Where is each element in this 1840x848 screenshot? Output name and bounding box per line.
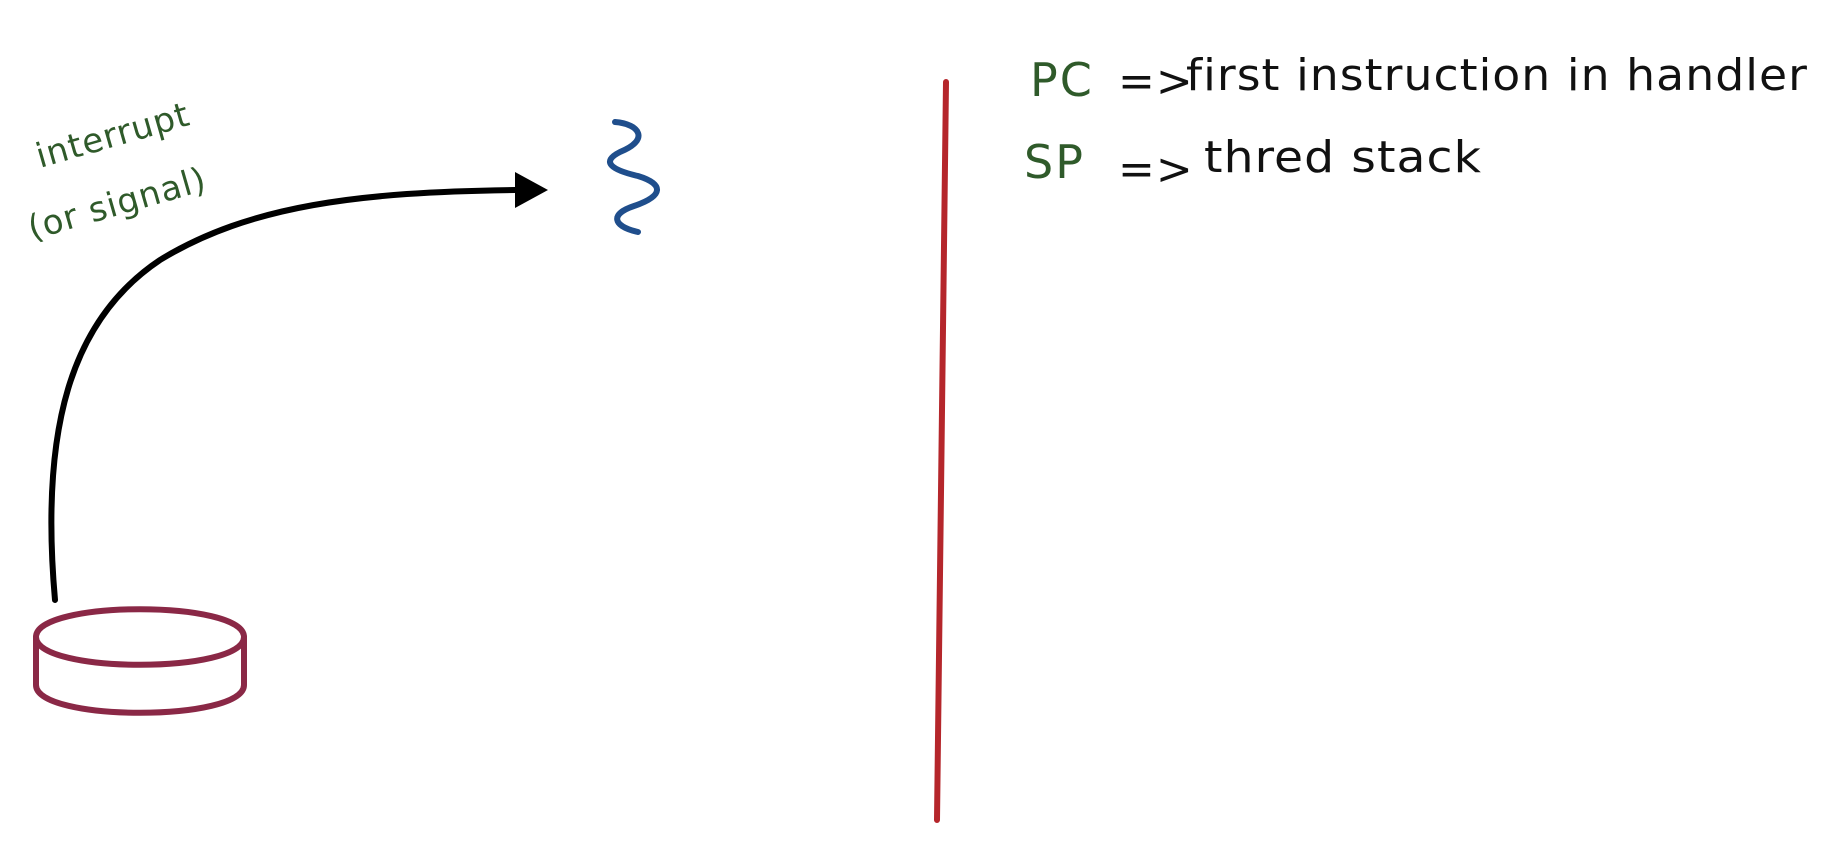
interrupt-arrow	[48, 172, 548, 603]
device-disk-icon	[33, 606, 247, 716]
arrow-symbol-sp: =>	[1118, 144, 1194, 195]
pc-description: first instruction in handler	[1186, 50, 1808, 101]
thread-squiggle-icon	[607, 119, 660, 235]
divider-line	[934, 79, 949, 823]
arrow-label: interrupt (or signal)	[23, 95, 211, 249]
arrow-head-icon	[515, 172, 548, 208]
register-row-pc: PC => first instruction in handler	[1030, 50, 1808, 107]
register-sp: SP	[1024, 135, 1085, 189]
register-pc: PC	[1030, 53, 1094, 107]
arrow-symbol-pc: =>	[1118, 56, 1194, 107]
sp-description: thred stack	[1204, 132, 1482, 183]
register-row-sp: SP => thred stack	[1024, 132, 1482, 195]
arrow-label-line1: interrupt	[31, 95, 194, 177]
